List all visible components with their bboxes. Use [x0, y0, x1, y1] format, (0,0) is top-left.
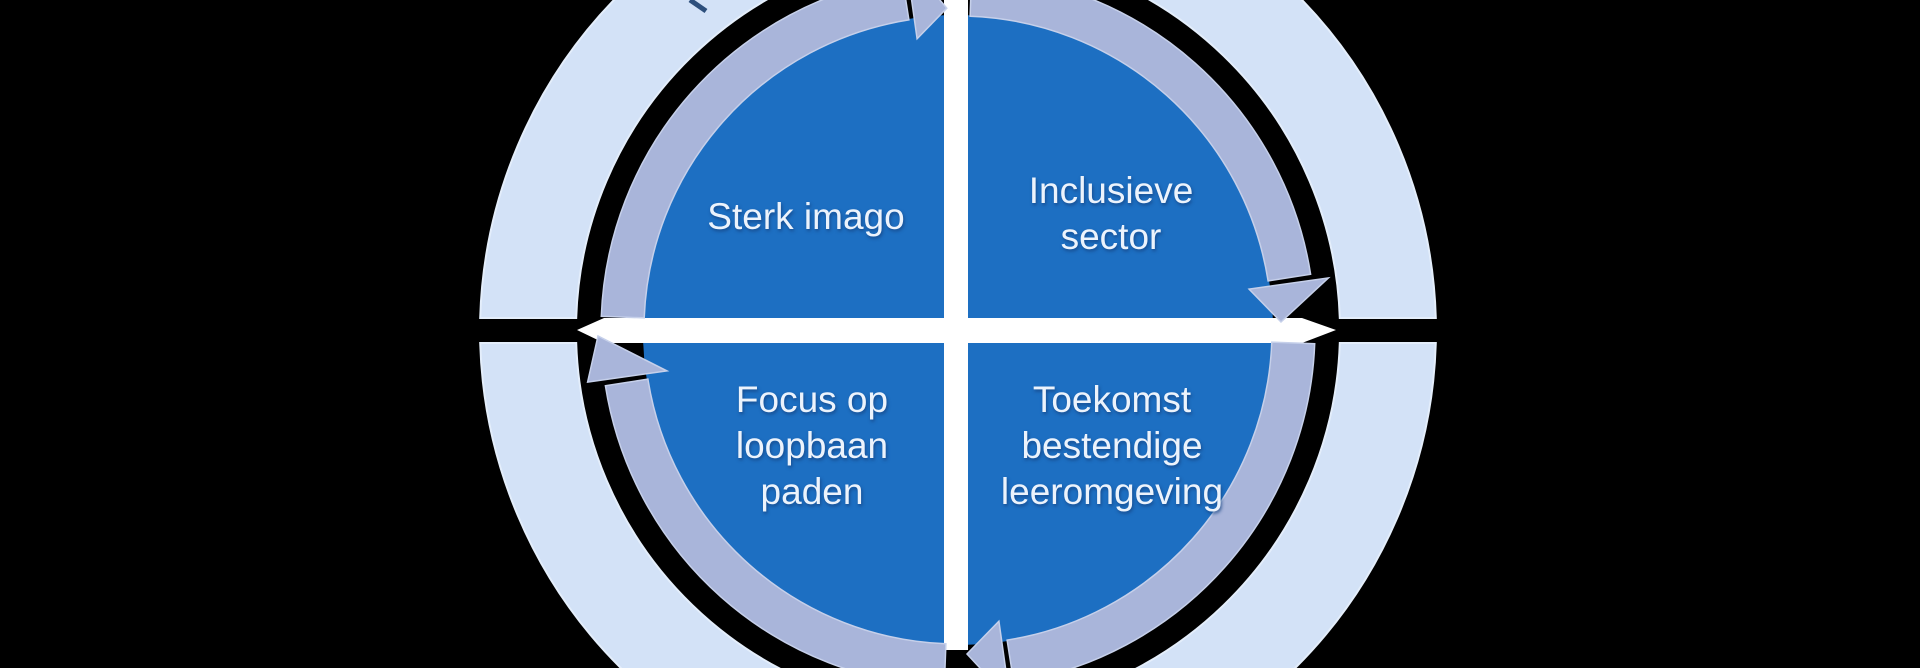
divider-vertical [944, 0, 968, 650]
quadrant-bottom-left [643, 343, 944, 645]
label-line: Toekomst [1032, 379, 1192, 420]
label-line: loopbaan [735, 425, 889, 466]
top-edge-slash-mark [688, 0, 708, 14]
quadrant-top-right [968, 15, 1273, 318]
quadrant-label-bottom-right: Toekomst bestendige leeromgeving [1001, 377, 1223, 515]
cycle-arc-top-left [600, 0, 910, 319]
arrowhead-bottom [965, 619, 1007, 668]
outer-ring-top-arc [479, 0, 1437, 319]
arrowhead-top [910, 0, 948, 41]
outer-ring-bottom-arc [479, 342, 1437, 668]
label-line: bestendige [1021, 425, 1203, 466]
quadrant-label-top-left: Sterk imago [707, 194, 904, 240]
arrowhead-right [1247, 276, 1331, 324]
arrowhead-left [586, 334, 670, 383]
cycle-arc-top-right [969, 0, 1312, 282]
label-line: sector [1060, 216, 1162, 257]
quadrant-top-left [643, 15, 944, 319]
label-line: Sterk imago [707, 196, 905, 237]
label-line: Inclusieve [1028, 170, 1194, 211]
quadrant-label-bottom-left: Focus op loopbaan paden [736, 377, 888, 515]
quadrant-bottom-right [968, 343, 1273, 645]
quadrant-label-top-right: Inclusieve sector [1029, 168, 1194, 260]
label-line: Focus op [735, 379, 889, 420]
cycle-arc-bottom-left [604, 378, 947, 668]
label-line: paden [760, 471, 864, 512]
cycle-arc-bottom-right [1006, 341, 1316, 668]
label-line: leeromgeving [1000, 471, 1224, 512]
